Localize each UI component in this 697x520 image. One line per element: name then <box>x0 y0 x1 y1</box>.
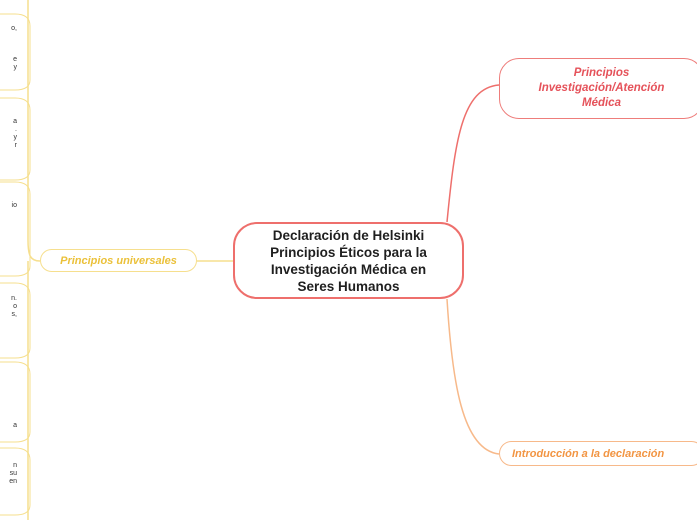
central-topic-line-2: Principios Éticos para la <box>270 244 427 260</box>
branch-principios-universales[interactable]: Principios universales <box>40 249 197 272</box>
fragment-text-6: a <box>13 422 17 429</box>
branch-principios-line-1: Principios <box>573 67 630 79</box>
child-node-1 <box>0 13 31 91</box>
fragment-text-2: e y <box>13 56 17 71</box>
child-node-6 <box>0 447 31 516</box>
branch-introduccion-label: Introducción a la declaración <box>512 447 665 460</box>
central-topic-line-1: Declaración de Helsinki <box>272 227 425 243</box>
branch-principios-line-3: Médica <box>581 97 621 109</box>
fragment-text-7: n su en <box>9 462 17 485</box>
fragment-text-3: a . y r <box>13 118 17 149</box>
branch-principios-line-2: Investigación/Atención <box>538 82 665 94</box>
branch-principios-investigacion[interactable]: Principios Investigación/Atención Médica <box>499 58 697 119</box>
central-topic-line-3: Investigación Médica en <box>270 261 427 277</box>
child-node-4 <box>0 282 31 359</box>
fragment-text-1: o, <box>11 25 17 32</box>
branch-universales-label: Principios universales <box>60 254 177 267</box>
fragment-text-5: n. o s, <box>11 295 17 318</box>
child-node-3 <box>0 181 31 277</box>
connector-introduccion <box>446 298 500 455</box>
connector-principios-investigacion <box>446 84 500 223</box>
branch-introduccion[interactable]: Introducción a la declaración <box>499 441 697 466</box>
child-node-5 <box>0 361 31 443</box>
child-node-2 <box>0 97 31 181</box>
fragment-text-4: io <box>11 202 17 209</box>
central-topic[interactable]: Declaración de Helsinki Principios Ético… <box>233 222 464 299</box>
central-topic-line-4: Seres Humanos <box>297 278 400 294</box>
